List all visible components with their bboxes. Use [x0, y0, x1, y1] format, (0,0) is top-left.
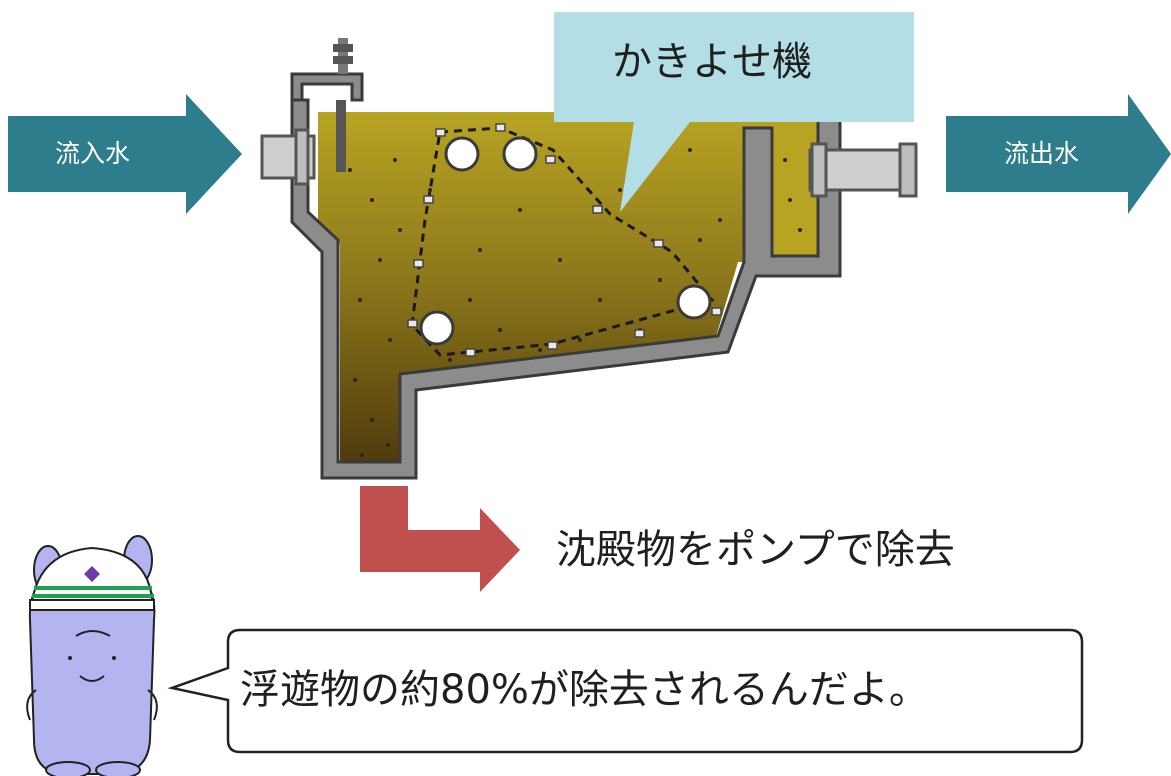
outflow-label: 流出水	[1004, 139, 1080, 168]
inlet-baffle	[290, 72, 364, 102]
scraper-sprockets	[419, 136, 712, 346]
outflow-arrow	[946, 94, 1171, 214]
suspended-particles	[348, 148, 802, 457]
sludge-removal-arrow	[360, 486, 520, 592]
hippo-mascot-icon	[26, 535, 158, 776]
scraper-callout	[554, 12, 914, 212]
inlet-rod	[336, 100, 346, 172]
scraper-chain	[410, 126, 715, 357]
inflow-label: 流入水	[55, 139, 131, 168]
tank-water	[310, 112, 828, 466]
inlet-pipe	[260, 128, 316, 186]
tank-wall	[290, 98, 842, 480]
valve-icon	[333, 38, 353, 74]
scraper-label: かきよせ機	[612, 39, 812, 85]
inflow-arrow	[8, 94, 242, 214]
scraper-flights	[407, 123, 722, 357]
speech-text: 浮遊物の約80%が除去されるんだよ。	[240, 667, 929, 713]
sludge-removal-label: 沈殿物をポンプで除去	[556, 527, 955, 573]
speech-bubble	[167, 628, 1084, 754]
outlet-pipe	[808, 142, 918, 198]
